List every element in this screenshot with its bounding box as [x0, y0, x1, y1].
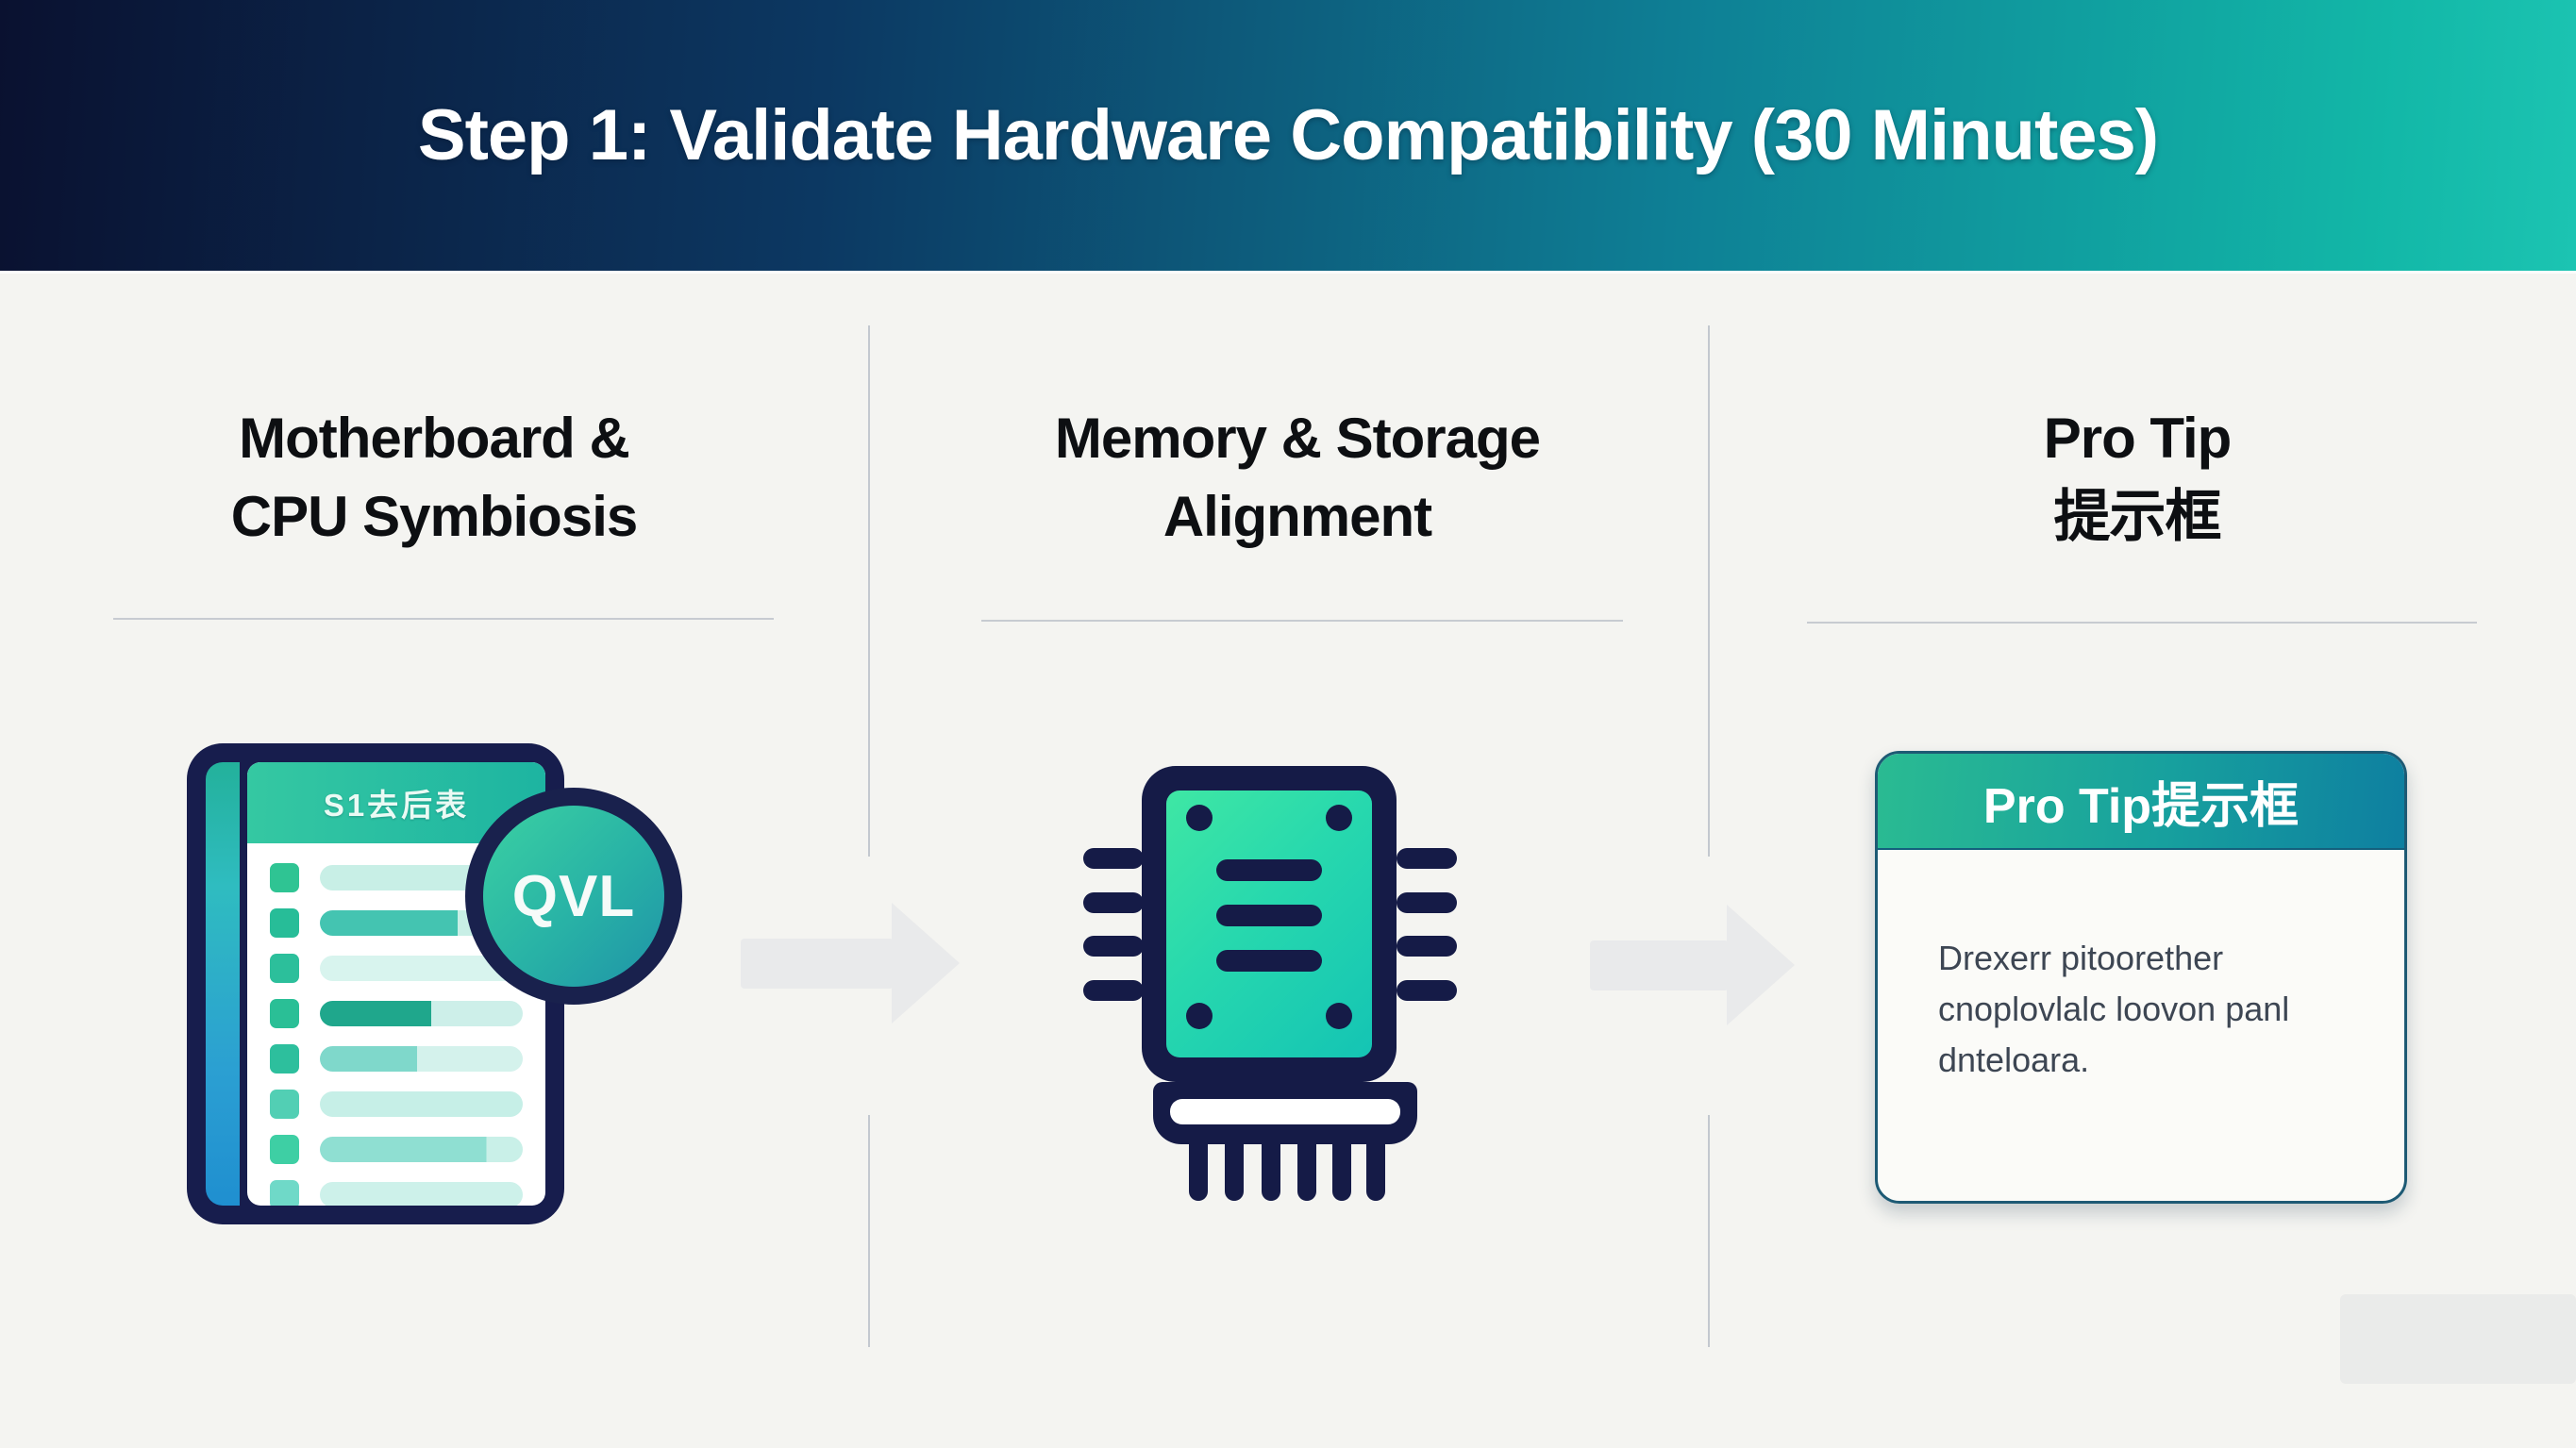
document-header-text: S1去后表: [323, 788, 470, 823]
title-underline: [981, 620, 1623, 622]
column-title-line: Pro Tip: [2043, 407, 2233, 470]
checklist-line: [320, 1181, 523, 1206]
checkbox-icon: [270, 998, 299, 1028]
page-title: Step 1: Validate Hardware Compatibility …: [417, 95, 2159, 175]
chip-trace-line: [1216, 859, 1322, 881]
column-title-motherboard: Motherboard & CPU Symbiosis: [85, 400, 783, 557]
chip-pin: [1083, 936, 1144, 957]
chip-pin: [1397, 980, 1457, 1001]
checklist-row: [270, 1081, 523, 1126]
chip-pin: [1225, 1144, 1244, 1201]
chip-body: [1142, 766, 1397, 1082]
header-banner: Step 1: Validate Hardware Compatibility …: [0, 0, 2576, 271]
chip-pin: [1297, 1144, 1316, 1201]
pro-tip-header-text: Pro Tip提示框: [1982, 778, 2300, 834]
column-divider: [868, 1115, 870, 1347]
chip-pin: [1397, 936, 1457, 957]
checklist-line: [320, 1136, 523, 1162]
chip-corner-dot: [1186, 1003, 1213, 1029]
checkbox-icon: [270, 907, 299, 938]
arrow-right-icon: [741, 939, 894, 989]
qvl-badge: QVL: [465, 788, 682, 1005]
arrow-right-icon: [1727, 905, 1795, 1025]
chip-pin: [1397, 848, 1457, 869]
pro-tip-line: dnteloara.: [1938, 1040, 2090, 1079]
chip-socket-slot: [1170, 1099, 1400, 1124]
qvl-badge-face: QVL: [483, 806, 664, 987]
checkbox-icon: [270, 953, 299, 983]
chip-corner-dot: [1326, 1003, 1352, 1029]
arrow-right-icon: [892, 903, 960, 1024]
checklist-row: [270, 990, 523, 1036]
chip-pin: [1366, 1144, 1385, 1201]
chip-icon: [1083, 764, 1461, 1207]
column-title-line: 提示框: [2053, 484, 2222, 548]
pro-tip-body: Drexerr pitoorether cnoplovlalc loovon p…: [1878, 850, 2404, 1086]
chip-trace-line: [1216, 905, 1322, 926]
watermark-block: [2340, 1294, 2576, 1384]
chip-corner-dot: [1186, 805, 1213, 831]
pro-tip-line: Drexerr pitoorether: [1938, 939, 2224, 977]
checkbox-icon: [270, 1089, 299, 1119]
column-title-memory: Memory & Storage Alignment: [944, 400, 1651, 557]
checklist-line: [320, 1000, 523, 1026]
checkbox-icon: [270, 1134, 299, 1164]
checklist-line: [320, 1045, 523, 1072]
chip-corner-dot: [1326, 805, 1352, 831]
qvl-badge-label: QVL: [511, 863, 636, 929]
chip-pin: [1262, 1144, 1280, 1201]
checklist-row: [270, 1126, 523, 1172]
arrow-right-icon: [1590, 940, 1729, 990]
chip-pin: [1189, 1144, 1208, 1201]
column-title-line: Motherboard &: [239, 407, 630, 470]
document-spine: [206, 762, 240, 1206]
checklist-row: [270, 1172, 523, 1206]
checkbox-icon: [270, 1179, 299, 1206]
checklist-row: [270, 1036, 523, 1081]
column-title-line: Memory & Storage: [1054, 407, 1541, 470]
title-underline: [113, 618, 774, 620]
chip-socket: [1153, 1082, 1417, 1144]
checkbox-icon: [270, 862, 299, 892]
column-divider: [868, 325, 870, 857]
chip-pin: [1083, 980, 1144, 1001]
pro-tip-box: Pro Tip提示框 Drexerr pitoorether cnoplovla…: [1875, 751, 2407, 1204]
chip-trace-line: [1216, 950, 1322, 972]
column-divider: [1708, 1115, 1710, 1347]
chip-pin: [1397, 892, 1457, 913]
column-title-line: Alignment: [1163, 484, 1432, 548]
chip-pin: [1083, 848, 1144, 869]
checklist-line: [320, 1090, 523, 1117]
checkbox-icon: [270, 1043, 299, 1074]
column-divider: [1708, 325, 1710, 857]
chip-pin: [1083, 892, 1144, 913]
qvl-document-icon: S1去后表 QVL: [187, 743, 682, 1224]
chip-pin: [1332, 1144, 1351, 1201]
column-title-protip: Pro Tip 提示框: [1793, 400, 2482, 557]
pro-tip-line: cnoplovlalc loovon panl: [1938, 990, 2290, 1028]
column-title-line: CPU Symbiosis: [230, 484, 638, 548]
pro-tip-header: Pro Tip提示框: [1878, 754, 2404, 850]
qvl-checklist: [247, 843, 545, 1206]
title-underline: [1807, 622, 2477, 624]
